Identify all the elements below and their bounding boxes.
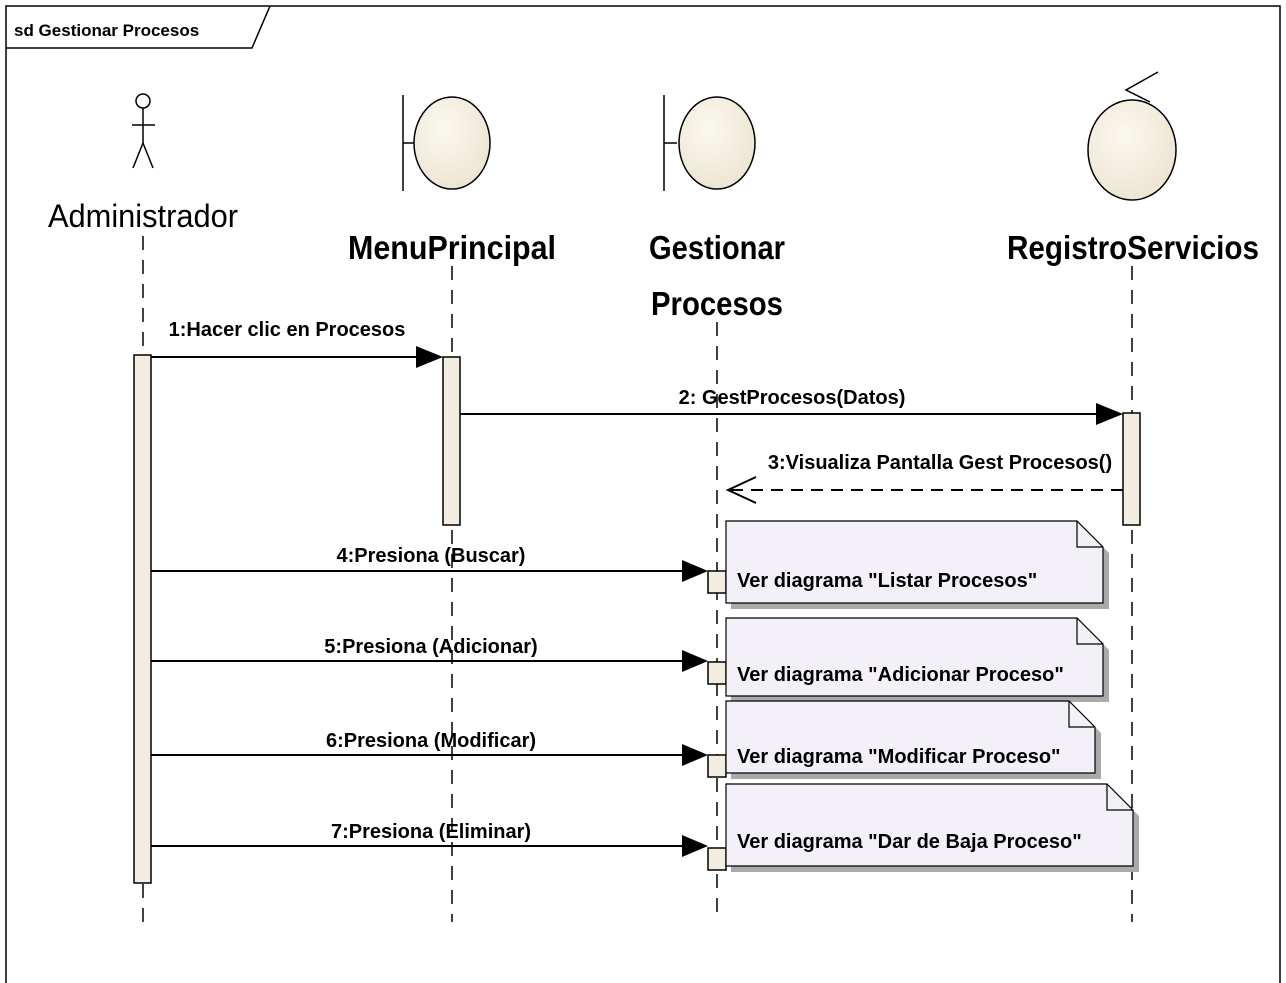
note-modificar-proceso: Ver diagrama "Modificar Proceso" <box>725 700 1101 779</box>
frame-title: sd Gestionar Procesos <box>14 21 199 40</box>
message-label: 7:Presiona (Eliminar) <box>331 821 531 843</box>
note-text: Ver diagrama "Dar de Baja Proceso" <box>737 831 1082 853</box>
arrowhead-icon <box>682 650 708 672</box>
boundary-icon <box>402 95 491 191</box>
arrowhead-icon <box>1096 403 1123 425</box>
open-arrowhead-icon <box>725 476 757 504</box>
actor-label: Administrador <box>48 198 238 234</box>
message-label: 4:Presiona (Buscar) <box>337 545 526 567</box>
message-label: 2: GestProcesos(Datos) <box>679 387 906 409</box>
control-icon <box>1087 71 1177 201</box>
boundary-icon <box>663 95 756 191</box>
activation-gestionar-1 <box>707 570 727 594</box>
actor-icon <box>132 93 155 169</box>
lifeline-label: RegistroServicios <box>1007 229 1259 266</box>
lifeline-head-registroservicios: RegistroServicios <box>1007 71 1259 266</box>
message-label: 5:Presiona (Adicionar) <box>324 636 537 658</box>
note-listar-procesos: Ver diagrama "Listar Procesos" <box>725 520 1109 609</box>
arrowhead-icon <box>682 835 708 857</box>
message-label: 6:Presiona (Modificar) <box>326 730 536 752</box>
note-text: Ver diagrama "Listar Procesos" <box>737 570 1037 592</box>
message-2: 2: GestProcesos(Datos) <box>460 387 1123 425</box>
message-label: 1:Hacer clic en Procesos <box>169 319 406 341</box>
activation-gestionar-3 <box>707 754 727 778</box>
activation-menuprincipal <box>442 356 461 526</box>
lifeline-label-line2: Procesos <box>651 285 783 322</box>
note-text: Ver diagrama "Modificar Proceso" <box>737 746 1061 768</box>
activation-administrador <box>133 354 152 884</box>
message-6: 6:Presiona (Modificar) <box>151 730 708 766</box>
activation-bars <box>133 354 1141 884</box>
activation-gestionar-2 <box>707 661 727 685</box>
lifeline-head-menuprincipal: MenuPrincipal <box>348 95 556 266</box>
actor-administrador: Administrador <box>48 93 238 234</box>
arrowhead-icon <box>416 346 443 368</box>
activation-gestionar-4 <box>707 847 727 871</box>
message-4: 4:Presiona (Buscar) <box>151 545 708 582</box>
message-5: 5:Presiona (Adicionar) <box>151 636 708 672</box>
lifeline-label-line1: Gestionar <box>649 229 785 266</box>
note-text: Ver diagrama "Adicionar Proceso" <box>737 664 1064 686</box>
arrowhead-icon <box>682 744 708 766</box>
message-3-return: 3:Visualiza Pantalla Gest Procesos() <box>725 452 1123 504</box>
message-7: 7:Presiona (Eliminar) <box>151 821 708 857</box>
arrowhead-icon <box>682 560 708 582</box>
message-label: 3:Visualiza Pantalla Gest Procesos() <box>768 452 1112 474</box>
activation-registroservicios <box>1122 412 1141 526</box>
note-adicionar-proceso: Ver diagrama "Adicionar Proceso" <box>725 617 1109 702</box>
note-dar-de-baja-proceso: Ver diagrama "Dar de Baja Proceso" <box>725 783 1139 872</box>
message-1: 1:Hacer clic en Procesos <box>151 319 443 368</box>
lifeline-label: MenuPrincipal <box>348 229 556 266</box>
lifeline-head-gestionar-procesos: Gestionar Procesos <box>649 95 785 322</box>
diagram-frame: sd Gestionar Procesos <box>5 5 1281 983</box>
